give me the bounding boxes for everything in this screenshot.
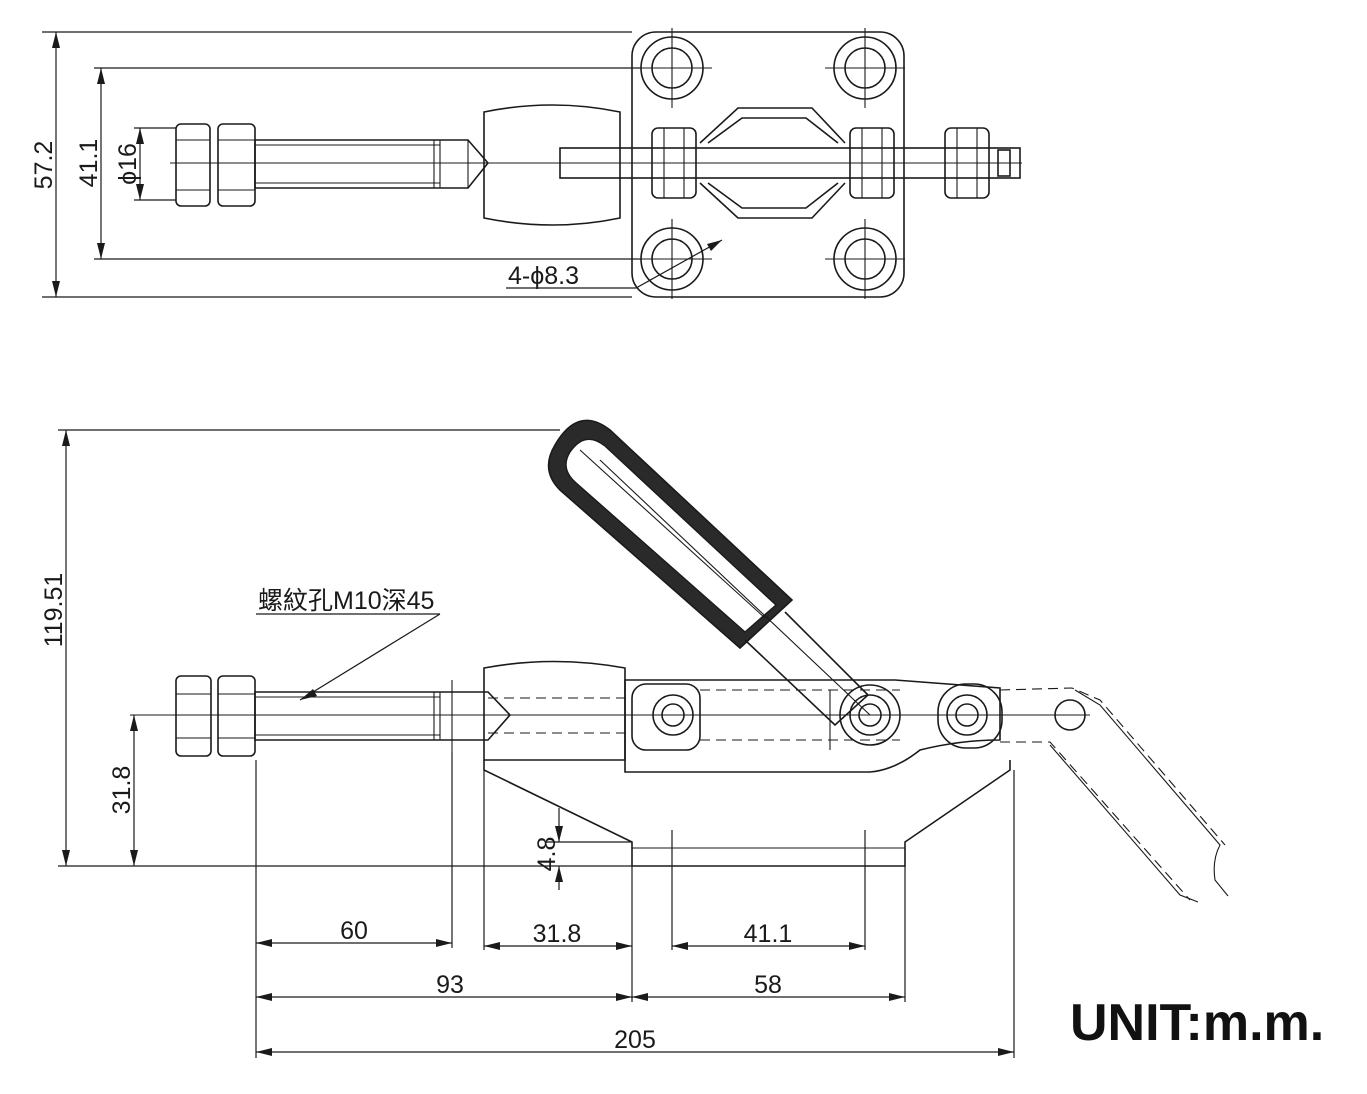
plunger-rod-side — [254, 691, 512, 741]
base-plate — [631, 31, 905, 298]
base — [483, 760, 1011, 867]
dim-base-length: 58 — [754, 971, 782, 999]
hex-nut-side-2 — [217, 675, 256, 757]
dim-height: 119.51 — [40, 573, 68, 648]
dim-base-front: 31.8 — [533, 920, 582, 948]
dim-plunger-dia: ϕ16 — [114, 143, 142, 185]
dim-base-thickness: 4.8 — [533, 837, 561, 872]
dim-stroke: 60 — [340, 917, 368, 945]
linkage-bar — [559, 147, 1021, 179]
phantom-handle — [999, 687, 1226, 846]
dim-hole-pitch: 41.1 — [744, 920, 793, 948]
handle-lever — [744, 611, 870, 727]
pivot-pins — [651, 127, 1011, 199]
side-view: 119.51 31.8 4.8 螺紋孔M10深45 60 31.8 — [40, 419, 1229, 1058]
note-thread: 螺紋孔M10深45 — [258, 587, 434, 615]
hex-nut-1 — [175, 123, 211, 207]
guide-body — [483, 104, 621, 226]
hex-nut-side-1 — [175, 675, 212, 757]
dim-to-base: 93 — [436, 971, 464, 999]
link-lower — [699, 182, 846, 219]
unit-label: UNIT:m.m. — [1070, 994, 1324, 1052]
hex-nut-2 — [217, 123, 256, 207]
dim-overall-width: 57.2 — [30, 141, 58, 190]
dim-total-length: 205 — [614, 1026, 656, 1054]
link-upper — [699, 107, 846, 144]
top-view: 57.2 41.1 ϕ16 4-ϕ8.3 — [30, 28, 1022, 299]
plunger-rod — [254, 139, 490, 189]
mounting-holes — [632, 28, 905, 299]
dim-axis-height: 31.8 — [108, 766, 136, 815]
dim-holes: 4-ϕ8.3 — [508, 262, 579, 290]
frame — [624, 679, 1001, 773]
pivot-pins-side — [631, 683, 1086, 751]
dim-hole-spacing: 41.1 — [75, 139, 103, 188]
